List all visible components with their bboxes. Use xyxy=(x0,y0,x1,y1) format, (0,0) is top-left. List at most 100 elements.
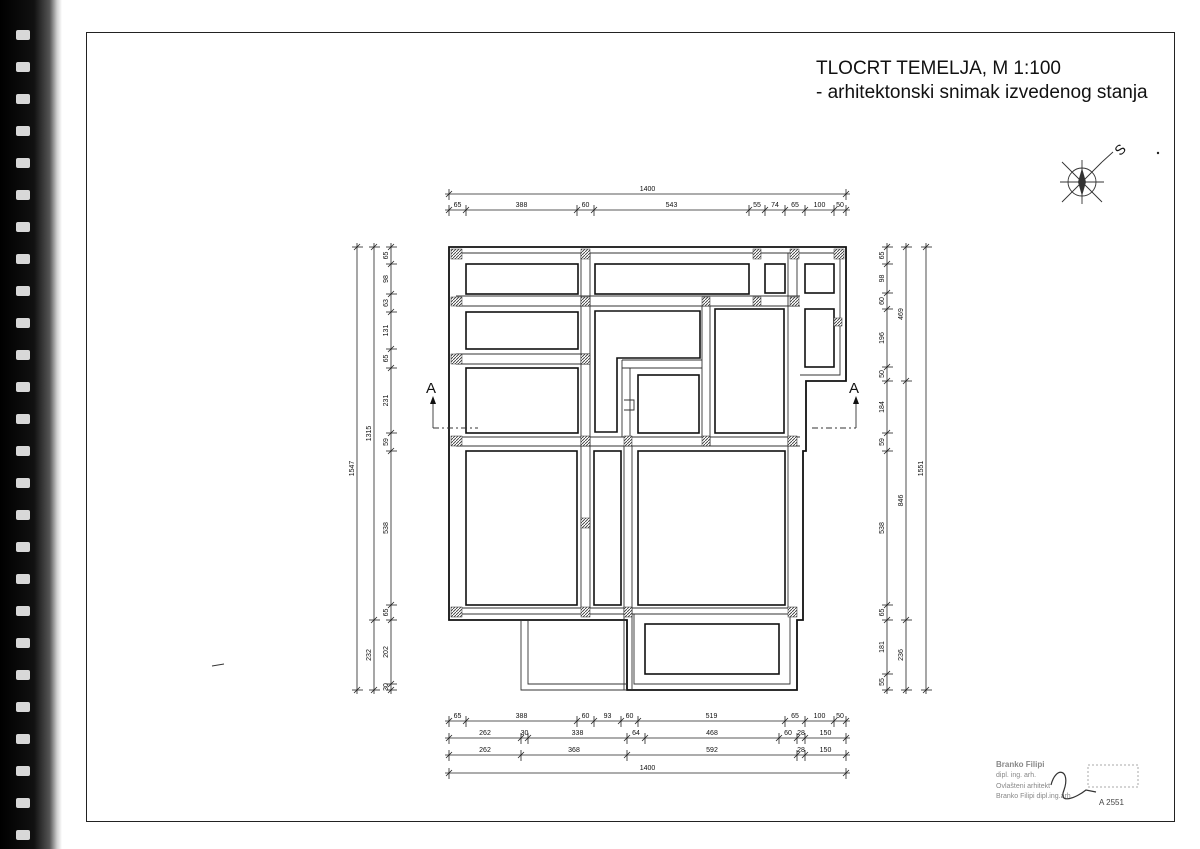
dim-bottom-1: 65 xyxy=(791,713,799,720)
dim-right: 98 xyxy=(879,275,886,283)
dim-right: 60 xyxy=(879,297,886,305)
dim-bottom-2: 64 xyxy=(632,730,640,737)
dim-top: 55 xyxy=(753,202,761,209)
dim-top-total: 1400 xyxy=(640,186,656,193)
spine-hole xyxy=(16,222,30,232)
dim-left: 131 xyxy=(383,325,390,337)
north-label: S xyxy=(1111,141,1129,159)
spine-hole xyxy=(16,606,30,616)
spine-hole xyxy=(16,798,30,808)
foundation-outline xyxy=(448,246,847,691)
dim-top: 100 xyxy=(814,202,826,209)
dim-bottom-2: 468 xyxy=(706,730,718,737)
dim-left: 202 xyxy=(383,646,390,658)
spine-hole xyxy=(16,158,30,168)
foundation-pads xyxy=(465,263,835,675)
spine-hole xyxy=(16,702,30,712)
dim-top: 60 xyxy=(582,202,590,209)
dim-right: 184 xyxy=(879,401,886,413)
signature-stamp: Branko Filipi dipl. ing. arh. Ovlašteni … xyxy=(996,760,1146,810)
section-marker-left: A xyxy=(426,380,478,429)
dim-top: 65 xyxy=(791,202,799,209)
dim-left-total: 1547 xyxy=(349,461,356,477)
spine-hole xyxy=(16,510,30,520)
stamp-title: dipl. ing. arh. xyxy=(996,772,1037,779)
dim-bottom-1: 50 xyxy=(836,713,844,720)
dim-left: 65 xyxy=(383,355,390,363)
dim-bottom-3: 592 xyxy=(706,747,718,754)
dim-right-mid: 846 xyxy=(898,495,905,507)
spine-hole xyxy=(16,254,30,264)
spine-hole xyxy=(16,190,30,200)
binding-spine xyxy=(0,0,62,849)
dim-top: 543 xyxy=(666,202,678,209)
spine-hole xyxy=(16,446,30,456)
dim-bottom-1: 65 xyxy=(454,713,462,720)
spine-hole xyxy=(16,542,30,552)
dim-bottom-2: 28 xyxy=(797,730,805,737)
dim-top: 388 xyxy=(516,202,528,209)
dim-bottom-1: 100 xyxy=(814,713,826,720)
dim-left: 98 xyxy=(383,275,390,283)
spine-hole xyxy=(16,94,30,104)
dim-left-mid: 1315 xyxy=(366,426,373,442)
dim-bottom-2: 150 xyxy=(820,730,832,737)
north-arrow-icon: S xyxy=(1060,141,1129,204)
stamp-line3: Ovlašteni arhitekt xyxy=(996,783,1051,790)
section-label: A xyxy=(426,380,436,397)
dim-bottom-3: 150 xyxy=(820,747,832,754)
dim-left: 65 xyxy=(383,252,390,260)
dim-right: 196 xyxy=(879,332,886,344)
spine-hole xyxy=(16,414,30,424)
dim-left-mid: 232 xyxy=(366,649,373,661)
dim-bottom-1: 519 xyxy=(706,713,718,720)
spine-hole xyxy=(16,830,30,840)
spine-hole xyxy=(16,382,30,392)
dim-bottom-2: 60 xyxy=(784,730,792,737)
dim-right: 59 xyxy=(879,438,886,446)
spine-hole xyxy=(16,638,30,648)
dim-bottom-3: 368 xyxy=(568,747,580,754)
section-label: A xyxy=(849,380,859,397)
dim-bottom-1: 388 xyxy=(516,713,528,720)
spine-hole xyxy=(16,286,30,296)
dim-right: 65 xyxy=(879,252,886,260)
dim-bottom-3: 262 xyxy=(479,747,491,754)
spine-hole xyxy=(16,126,30,136)
dim-bottom-2: 338 xyxy=(572,730,584,737)
stamp-name: Branko Filipi xyxy=(996,760,1045,769)
dim-right: 50 xyxy=(879,370,886,378)
dim-left: 231 xyxy=(383,395,390,407)
dim-top: 74 xyxy=(771,202,779,209)
dim-left: 538 xyxy=(383,522,390,534)
dimension-lines: 1400 65 388 60 543 55 74 65 100 50 65 388 60 93 60 519 6… xyxy=(349,186,932,779)
spine-hole xyxy=(16,766,30,776)
dim-bottom-1: 60 xyxy=(582,713,590,720)
dim-bottom-1: 93 xyxy=(604,713,612,720)
spine-hole xyxy=(16,478,30,488)
dim-right-mid: 236 xyxy=(898,649,905,661)
spine-hole xyxy=(16,670,30,680)
spine-hole xyxy=(16,62,30,72)
dim-left: 63 xyxy=(383,299,390,307)
dim-right: 55 xyxy=(879,678,886,686)
foundation-columns xyxy=(450,248,845,618)
stamp-line4: Branko Filipi dipl.ing.arh. xyxy=(996,793,1073,800)
dim-right-total: 1551 xyxy=(918,461,925,477)
section-marker-right: A xyxy=(812,380,859,429)
spine-hole xyxy=(16,30,30,40)
dim-bottom-3: 28 xyxy=(797,747,805,754)
dim-bottom-total: 1400 xyxy=(640,765,656,772)
dim-left: 30 xyxy=(383,683,390,691)
dim-right: 181 xyxy=(879,641,886,653)
dim-bottom-2: 262 xyxy=(479,730,491,737)
drawing-frame xyxy=(86,32,1175,822)
drawing-subtitle: - arhitektonski snimak izvedenog stanja xyxy=(816,82,1148,103)
dim-right: 538 xyxy=(879,522,886,534)
spine-hole xyxy=(16,318,30,328)
drawing-title: TLOCRT TEMELJA, M 1:100 xyxy=(816,58,1061,79)
dim-top: 50 xyxy=(836,202,844,209)
spine-hole xyxy=(16,574,30,584)
dim-right-mid: 469 xyxy=(898,308,905,320)
